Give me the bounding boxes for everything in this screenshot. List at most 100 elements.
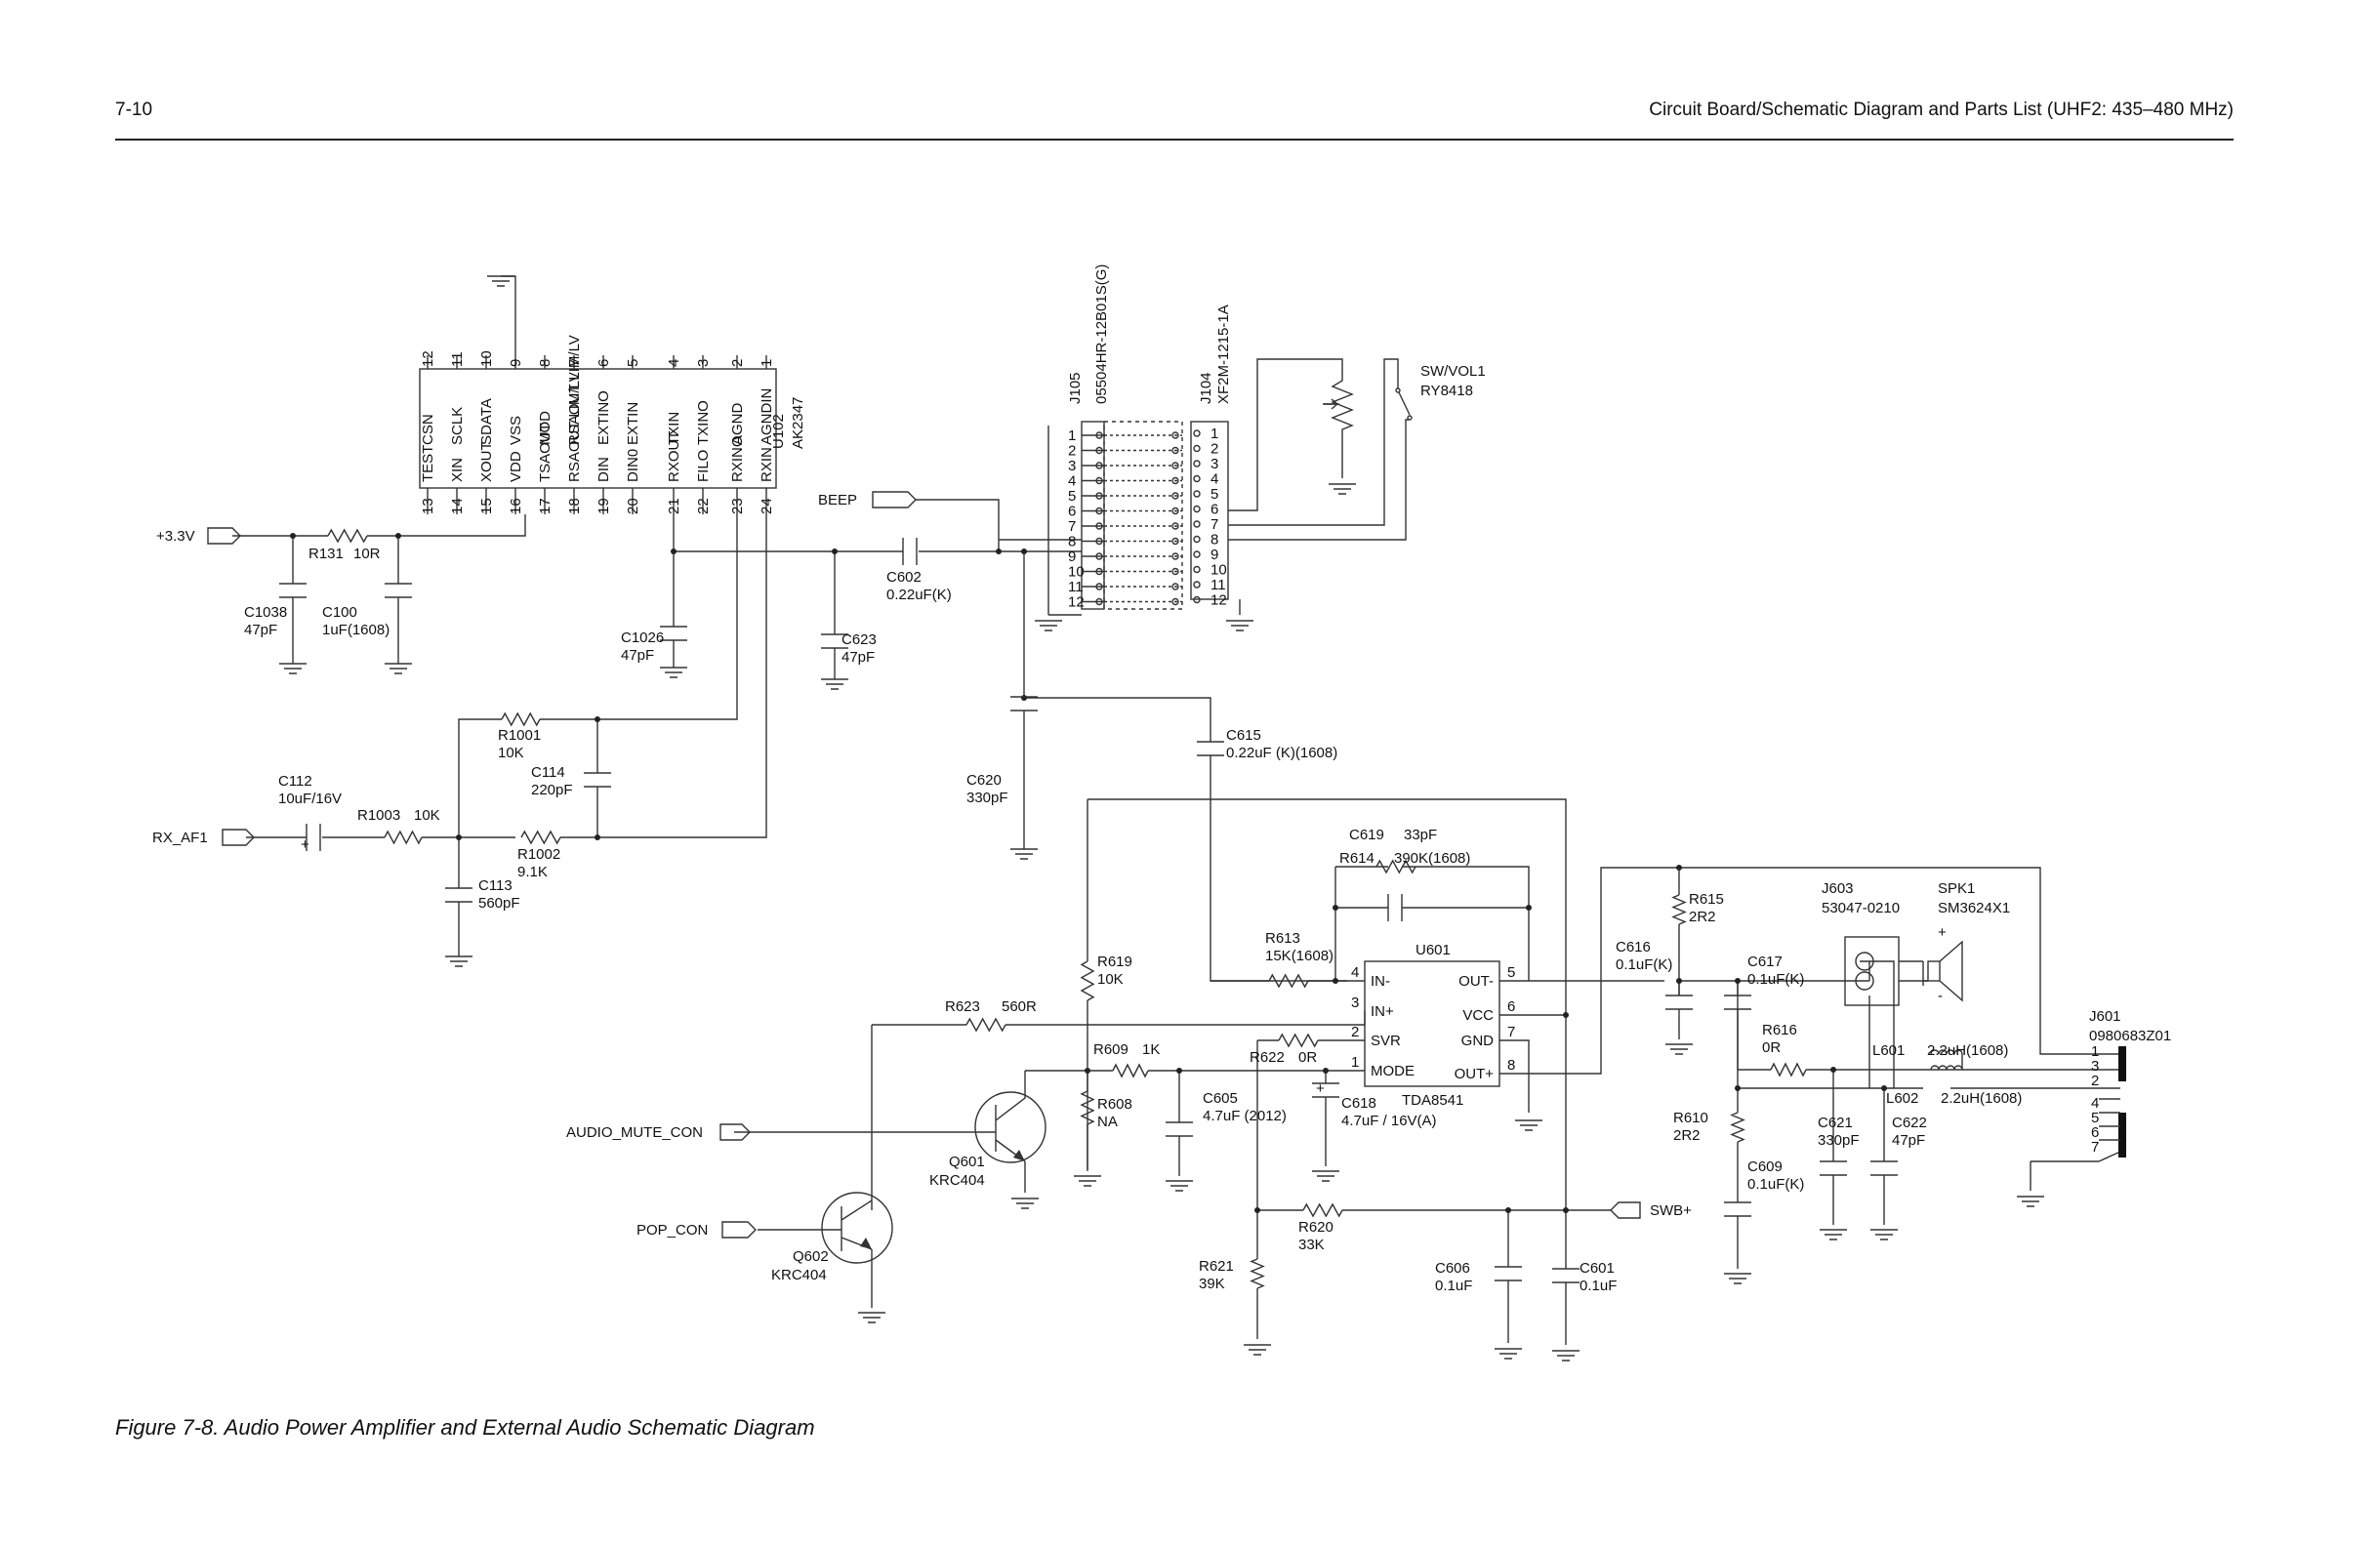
- j601-pin-5: 5: [2091, 1110, 2099, 1126]
- j601-pin-3: 3: [2091, 1058, 2099, 1075]
- r131-resistor: [327, 528, 368, 544]
- r619-ref: R619: [1097, 954, 1132, 970]
- port-3v3: +3.3V: [156, 527, 241, 545]
- ground-icon: [445, 955, 472, 967]
- r1002-resistor: [520, 830, 561, 845]
- u102-pin-name: RSAOUT LIM/LV: [566, 372, 583, 482]
- ground-icon: [1074, 1175, 1101, 1187]
- u601-pin-name: SVR: [1371, 1033, 1401, 1049]
- r614-resistor: [1375, 859, 1416, 874]
- u102-pin-name: XOUT: [478, 441, 495, 482]
- j601-pin-6: 6: [2091, 1124, 2099, 1141]
- r614-value: 390K(1608): [1394, 850, 1470, 867]
- c609-ref: C609: [1747, 1158, 1783, 1175]
- u102-pin-name: CSN: [420, 414, 436, 445]
- port-rx-af1: RX_AF1: [152, 829, 255, 846]
- u102-pin-num: 21: [666, 498, 682, 514]
- ground-icon: [660, 667, 687, 678]
- c113-value: 560pF: [478, 895, 520, 912]
- c1038-ref: C1038: [244, 604, 287, 621]
- u102-pin-name: AGNDIN: [759, 388, 775, 445]
- j603-part: 53047-0210: [1822, 900, 1900, 916]
- j104-pin-num: 4: [1211, 471, 1218, 488]
- ground-icon: [1870, 1229, 1898, 1240]
- ground-icon: [1226, 620, 1253, 631]
- r1003-value: 10K: [414, 807, 440, 824]
- spk1-ref: SPK1: [1938, 880, 1975, 897]
- c623-value: 47pF: [841, 649, 875, 666]
- u601-pin-name: MODE: [1371, 1063, 1415, 1079]
- j104-pin-num: 8: [1211, 532, 1218, 549]
- r1002-value: 9.1K: [517, 864, 548, 880]
- c619-ref: C619: [1349, 827, 1384, 843]
- u601-pin-num: 6: [1507, 998, 1515, 1015]
- r620-ref: R620: [1298, 1219, 1334, 1236]
- u102-pin-num: 18: [566, 498, 583, 514]
- c606-value: 0.1uF: [1435, 1278, 1472, 1294]
- r608-resistor: [1080, 1090, 1095, 1125]
- u601-pin-num: 3: [1351, 995, 1359, 1011]
- u102-pin-name: DIN: [595, 457, 612, 482]
- figure-caption: Figure 7-8. Audio Power Amplifier and Ex…: [115, 1415, 815, 1440]
- sw-vol1-part: RY8418: [1420, 383, 1473, 399]
- q602-transistor: Q602 KRC404: [771, 1192, 893, 1283]
- r615-resistor: [1671, 894, 1687, 925]
- ground-icon: [1244, 1344, 1271, 1356]
- j105-pin-num: 8: [1068, 534, 1076, 550]
- j105-pin-num: 5: [1068, 488, 1076, 505]
- r1003-resistor: [384, 830, 423, 845]
- r609-ref: R609: [1093, 1041, 1128, 1058]
- l601-ref: L601: [1872, 1042, 1905, 1059]
- u601-pin-num: 4: [1351, 964, 1359, 981]
- u102-pin-num: 2: [729, 359, 746, 367]
- c1038-value: 47pF: [244, 622, 277, 638]
- u102-pin-num: 17: [537, 498, 554, 514]
- c617-value: 0.1uF(K): [1747, 971, 1804, 988]
- u601-part: TDA8541: [1402, 1092, 1463, 1109]
- r621-value: 39K: [1199, 1276, 1225, 1292]
- u102-pin-name: TXINO: [695, 400, 712, 445]
- u102-pin-name: MOD: [537, 411, 554, 445]
- ground-icon: [1011, 1198, 1039, 1209]
- ground-icon: [1312, 1170, 1339, 1182]
- c112-value: 10uF/16V: [278, 791, 342, 807]
- c605-value: 4.7uF (2012): [1203, 1108, 1287, 1124]
- u601-pin-num: 7: [1507, 1024, 1515, 1040]
- u102-pin-name: FILO: [695, 450, 712, 482]
- port-rx-af1-label: RX_AF1: [152, 830, 208, 846]
- u102-pin-num: 14: [449, 498, 466, 514]
- q602-ref: Q602: [793, 1248, 829, 1265]
- j104-ref: J104: [1198, 372, 1214, 404]
- c621-ref: C621: [1818, 1115, 1853, 1131]
- u601-pin-name: OUT-: [1458, 973, 1494, 990]
- u102-part: AK2347: [790, 397, 806, 449]
- j601-jack: J601 0980683Z01 1 3 2 4 5 6 7: [2089, 1008, 2171, 1158]
- u102-pin-num: 12: [420, 350, 436, 367]
- ground-icon: [1552, 1350, 1580, 1361]
- c618-polarity: +: [1316, 1080, 1325, 1097]
- u102-ref: U102: [770, 414, 787, 449]
- r610-resistor: [1730, 1112, 1745, 1143]
- q601-transistor: Q601 KRC404: [929, 1091, 1046, 1189]
- j104-pin-num: 6: [1211, 502, 1218, 518]
- j105-pin-num: 6: [1068, 504, 1076, 520]
- speaker-icon: + - SPK1 SM3624X1: [1927, 880, 2010, 1004]
- c601-ref: C601: [1580, 1260, 1615, 1277]
- c605-ref: C605: [1203, 1090, 1238, 1107]
- r1001-ref: R1001: [498, 727, 541, 744]
- j104-pin-num: 11: [1211, 577, 1226, 593]
- u102-pin-num: 3: [695, 359, 712, 367]
- u601-pin-name: IN+: [1371, 1003, 1394, 1020]
- c618-value: 4.7uF / 16V(A): [1341, 1113, 1437, 1129]
- ground-icon: [1010, 848, 1038, 860]
- c601-value: 0.1uF: [1580, 1278, 1617, 1294]
- l602-value: 2.2uH(1608): [1941, 1090, 2022, 1107]
- r623-value: 560R: [1002, 998, 1037, 1015]
- r608-value: NA: [1097, 1114, 1118, 1130]
- r613-resistor: [1268, 973, 1309, 989]
- spk1-minus: -: [1938, 988, 1943, 1004]
- l601-value: 2.2uH(1608): [1927, 1042, 2008, 1059]
